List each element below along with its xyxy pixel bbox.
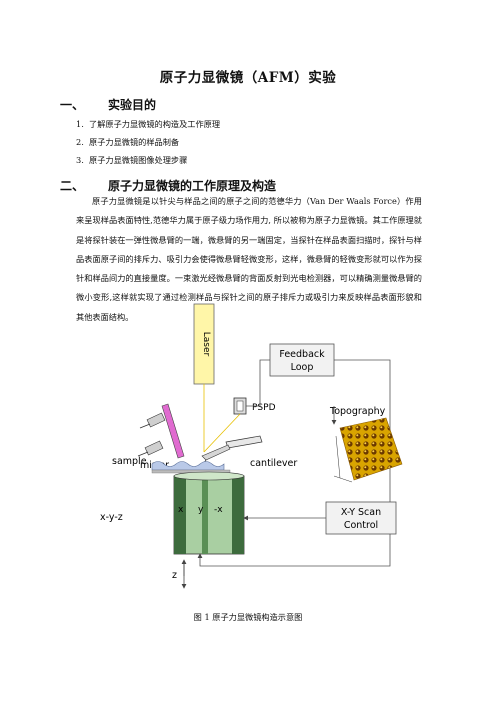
topography-label: Topography	[329, 406, 386, 417]
topography-image	[339, 417, 403, 481]
z-label: z	[172, 570, 177, 581]
afm-diagram: Laser Feedback Loop PSPD mirror cantilev…	[100, 303, 403, 589]
camera-icon	[137, 440, 164, 457]
body-paragraph: 原子力显微镜是以针尖与样品之间的原子之间的范德华力（Van Der Waals …	[76, 196, 422, 322]
item-number: 1.	[76, 119, 84, 129]
list-item: 2. 原子力显微镜的样品制备	[76, 136, 179, 148]
section-title: 实验目的	[108, 98, 157, 112]
list-item: 1. 了解原子力显微镜的构造及工作原理	[76, 118, 220, 130]
section-heading-2: 二、 原子力显微镜的工作原理及构造	[60, 177, 276, 194]
mirror	[161, 403, 185, 459]
cantilever-label: cantilever	[250, 458, 297, 469]
camera-icon	[139, 412, 166, 429]
y-label: y	[198, 505, 204, 515]
cantilever	[225, 435, 263, 449]
pspd-label: PSPD	[252, 403, 276, 413]
list-item: 3. 原子力显微镜图像处理步骤	[76, 154, 187, 166]
item-number: 3.	[76, 155, 84, 165]
sample-label: sample	[112, 456, 147, 467]
xyz-label: x-y-z	[100, 512, 123, 523]
laser-label: Laser	[201, 332, 211, 357]
section-number: 二、	[60, 179, 85, 193]
minus-x-label: -x	[214, 505, 223, 515]
page-title: 原子力显微镜（AFM）实验	[159, 70, 337, 86]
section-heading-1: 一、 实验目的	[60, 96, 156, 113]
feedback-label-1: Feedback	[279, 349, 325, 360]
sample-surface	[151, 461, 225, 471]
feedback-loop-box	[269, 343, 335, 377]
figure-caption: 图 1 原子力显微镜构造示意图	[193, 612, 303, 622]
xy-scan-control-box	[325, 501, 397, 535]
item-text: 原子力显微镜的样品制备	[89, 137, 180, 147]
x-label: x	[178, 505, 184, 515]
feedback-label-2: Loop	[291, 362, 314, 373]
item-text: 原子力显微镜图像处理步骤	[89, 155, 188, 165]
item-text: 了解原子力显微镜的构造及工作原理	[89, 119, 221, 129]
section-title: 原子力显微镜的工作原理及构造	[108, 179, 277, 193]
scan-label-1: X-Y Scan	[341, 507, 381, 518]
section-number: 一、	[60, 98, 85, 112]
scan-label-2: Control	[344, 520, 378, 531]
item-number: 2.	[76, 137, 84, 147]
